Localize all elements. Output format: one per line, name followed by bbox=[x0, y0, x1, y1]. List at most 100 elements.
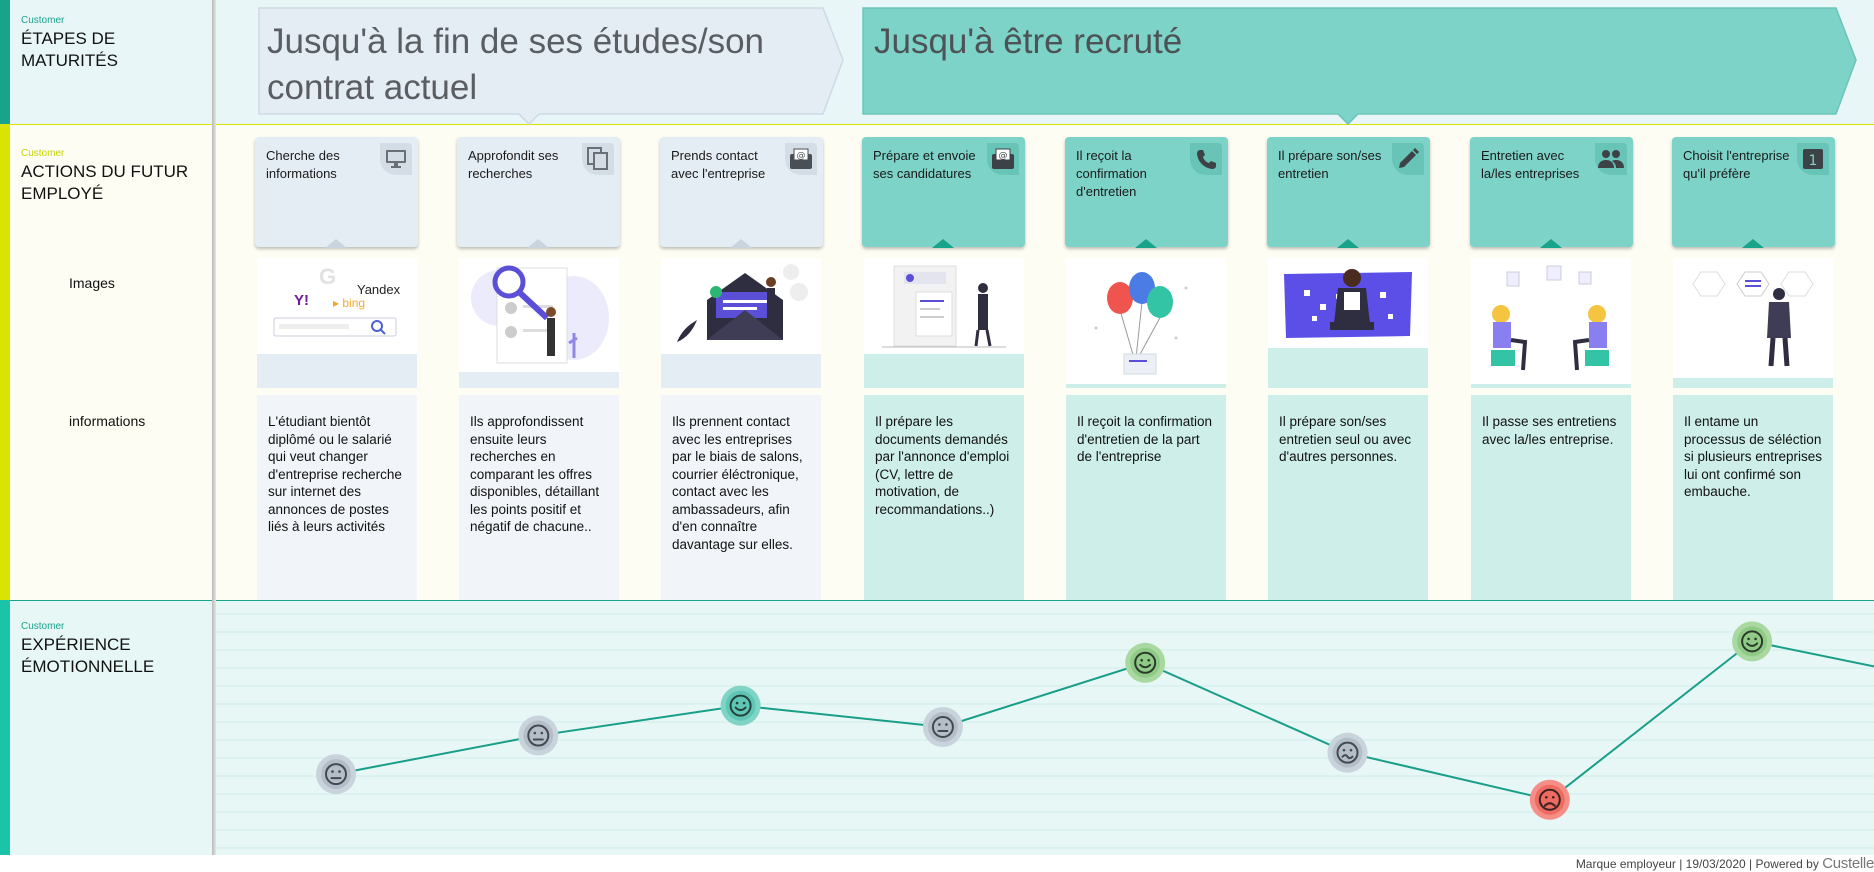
copy-icon bbox=[582, 143, 614, 175]
balloons-illustration bbox=[1066, 258, 1226, 388]
phase-title: Jusqu'à être recruté bbox=[874, 22, 1183, 61]
cell-band bbox=[864, 354, 1024, 388]
lane-kicker: Customer bbox=[21, 148, 65, 159]
brand-logo: Custelle bbox=[1822, 855, 1874, 872]
info-cell: L'étudiant bientôt diplômé ou le salarié… bbox=[257, 395, 417, 600]
lane-title: ACTIONS DU FUTUR EMPLOYÉ bbox=[21, 162, 189, 203]
illustration bbox=[459, 258, 619, 372]
card-notch bbox=[325, 239, 347, 248]
illustration bbox=[1673, 258, 1833, 378]
card-notch bbox=[932, 239, 954, 248]
info-cell: Il reçoit la confirmation d'entretien de… bbox=[1066, 395, 1226, 600]
cell-band bbox=[1673, 378, 1833, 388]
svg-text:1: 1 bbox=[1809, 153, 1818, 169]
monitor-icon bbox=[380, 143, 412, 175]
lane-divider bbox=[0, 600, 1874, 601]
action-text: Approfondit ses recherches bbox=[468, 148, 559, 181]
interview-illustration bbox=[1471, 258, 1631, 388]
info-cell: Il entame un processus de séléction si p… bbox=[1673, 395, 1833, 600]
card-notch bbox=[1337, 239, 1359, 248]
card-notch bbox=[1540, 239, 1562, 248]
info-cell: Il prépare son/ses entretien seul ou ave… bbox=[1268, 395, 1428, 600]
action-text: Prépare et envoie ses candidatures bbox=[873, 148, 976, 181]
cell-band bbox=[1268, 348, 1428, 388]
illustration bbox=[661, 258, 821, 354]
neutral-face-icon[interactable] bbox=[922, 707, 963, 747]
lane-stripe bbox=[0, 124, 10, 600]
phase-title: Jusqu'à la fin de ses études/son contrat… bbox=[267, 22, 765, 107]
action-card[interactable]: Approfondit ses recherches bbox=[457, 137, 620, 248]
worried-face-icon[interactable] bbox=[1327, 732, 1368, 773]
illustration: G Yandex Y! ▸ bing bbox=[257, 258, 417, 354]
images-label: Images bbox=[69, 275, 115, 291]
choice-illustration bbox=[1673, 258, 1833, 388]
cell-band bbox=[257, 354, 417, 388]
phase-arrow[interactable]: Jusqu'à la fin de ses études/son contrat… bbox=[255, 7, 845, 125]
svg-text:Yandex: Yandex bbox=[357, 282, 401, 297]
people-icon bbox=[1595, 143, 1627, 175]
action-text: Cherche des informations bbox=[266, 148, 340, 181]
woman-screen-illustration bbox=[1268, 258, 1428, 388]
lane-kicker: Customer bbox=[21, 15, 65, 26]
neutral-face-icon[interactable] bbox=[518, 715, 559, 756]
action-card[interactable]: Il prépare son/ses entretien bbox=[1267, 137, 1430, 248]
phase-shape bbox=[258, 7, 844, 125]
emotion-lane-label: Customer EXPÉRIENCE ÉMOTIONNELLE bbox=[21, 621, 191, 678]
svg-text:@: @ bbox=[999, 151, 1008, 161]
svg-text:▸ bing: ▸ bing bbox=[333, 296, 365, 310]
lane-kicker: Customer bbox=[21, 621, 65, 632]
happy-face-icon[interactable] bbox=[720, 685, 761, 726]
info-cell: Ils approfondissent ensuite leurs recher… bbox=[459, 395, 619, 600]
action-card[interactable]: Il reçoit la confirmation d'entretien bbox=[1065, 137, 1228, 248]
emotion-chart bbox=[216, 604, 1874, 854]
cell-band bbox=[1471, 384, 1631, 388]
action-text: Prends contact avec l'entreprise bbox=[671, 148, 766, 181]
lane-title: ÉTAPES DE MATURITÉS bbox=[21, 29, 118, 70]
illustration bbox=[1471, 258, 1631, 384]
illustration bbox=[864, 258, 1024, 354]
lane-divider bbox=[0, 124, 1874, 125]
info-cell: Il passe ses entretiens avec la/les entr… bbox=[1471, 395, 1631, 600]
informations-label: informations bbox=[69, 413, 146, 429]
info-cell: Ils prennent contact avec les entreprise… bbox=[661, 395, 821, 600]
footer: Marque employeur | 19/03/2020 | Powered … bbox=[1576, 855, 1874, 872]
footer-text: Marque employeur | 19/03/2020 | Powered … bbox=[1575, 857, 1819, 871]
svg-text:Y!: Y! bbox=[294, 292, 309, 309]
sad-face-icon[interactable] bbox=[1529, 779, 1570, 820]
cell-band bbox=[1066, 384, 1226, 388]
svg-text:@: @ bbox=[797, 151, 806, 161]
illustration bbox=[1268, 258, 1428, 348]
pencil-icon bbox=[1392, 143, 1424, 175]
action-card[interactable]: Entretien avec la/les entreprises bbox=[1470, 137, 1633, 248]
happy-face-icon[interactable] bbox=[1125, 642, 1166, 683]
emotion-chart-svg bbox=[216, 613, 1874, 849]
card-notch bbox=[1742, 239, 1764, 248]
lane-title: EXPÉRIENCE ÉMOTIONNELLE bbox=[21, 635, 155, 676]
action-card[interactable]: Choisit l'entreprise qu'il préfère 1 bbox=[1672, 137, 1835, 248]
cell-band bbox=[661, 354, 821, 388]
phase-arrow[interactable]: Jusqu'à être recruté bbox=[862, 7, 1858, 125]
sidebar-divider bbox=[212, 0, 216, 855]
action-card[interactable]: Cherche des informations bbox=[255, 137, 418, 248]
happy-face-icon[interactable] bbox=[1732, 621, 1773, 662]
svg-text:G: G bbox=[319, 264, 336, 289]
lane-stripe bbox=[0, 600, 10, 855]
phase-shape bbox=[862, 7, 1857, 125]
actions-lane-label: Customer ACTIONS DU FUTUR EMPLOYÉ bbox=[21, 148, 191, 205]
email-icon: @ bbox=[987, 143, 1019, 175]
search-engines-illustration: G Yandex Y! ▸ bing bbox=[257, 258, 417, 388]
neutral-face-icon[interactable] bbox=[316, 754, 356, 795]
resume-person-illustration bbox=[864, 258, 1024, 388]
card-notch bbox=[1135, 239, 1157, 248]
action-text: Entretien avec la/les entreprises bbox=[1481, 148, 1580, 181]
email-icon: @ bbox=[785, 143, 817, 175]
one-icon: 1 bbox=[1797, 143, 1829, 175]
action-text: Choisit l'entreprise qu'il préfère bbox=[1683, 148, 1790, 181]
magnifier-profiles-illustration bbox=[459, 258, 619, 388]
action-card[interactable]: Prends contact avec l'entreprise @ bbox=[660, 137, 823, 248]
card-notch bbox=[730, 239, 752, 248]
info-cell: Il prépare les documents demandés par l'… bbox=[864, 395, 1024, 600]
action-card[interactable]: Prépare et envoie ses candidatures @ bbox=[862, 137, 1025, 248]
maturity-lane-label: Customer ÉTAPES DE MATURITÉS bbox=[21, 15, 191, 72]
